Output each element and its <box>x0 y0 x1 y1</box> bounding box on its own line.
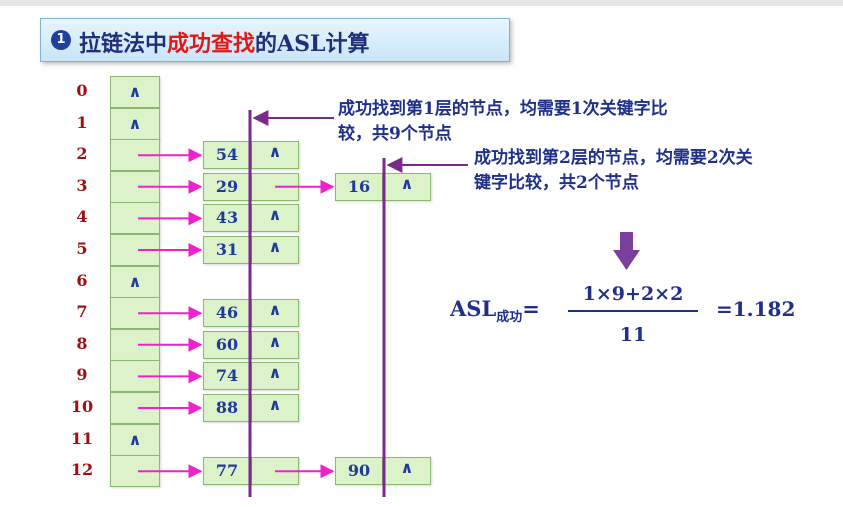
down-arrow-icon <box>613 232 640 270</box>
title-part1: 拉链法中 <box>79 31 168 57</box>
bucket-index: 4 <box>76 207 88 227</box>
title-bullet-icon: 1 <box>51 30 71 50</box>
chain-node-value: 90 <box>335 457 383 486</box>
null-pointer: ∧ <box>400 458 414 478</box>
bucket-cell <box>110 170 160 203</box>
null-pointer: ∧ <box>128 271 142 291</box>
null-pointer: ∧ <box>128 82 142 101</box>
top-bar <box>0 0 843 6</box>
bucket-index: 2 <box>76 144 88 164</box>
chain-node-pointer: ∧ <box>383 457 431 486</box>
chain-node-value: 31 <box>203 236 251 264</box>
bucket-cell: ∧ <box>110 107 160 140</box>
title-highlight: 成功查找 <box>167 31 256 57</box>
bucket-cell <box>110 455 160 488</box>
chain-node-pointer: ∧ <box>251 299 299 328</box>
chain-node-value: 43 <box>203 204 251 233</box>
bucket-cell <box>110 297 160 330</box>
null-pointer: ∧ <box>268 363 282 383</box>
bucket-index: 12 <box>70 460 94 480</box>
chain-node-pointer: ∧ <box>251 236 299 264</box>
null-pointer: ∧ <box>128 429 142 449</box>
level2-note-line1: 成功找到第2层的节点，均需要2次关 <box>474 148 753 168</box>
bucket-cell <box>110 360 160 393</box>
bucket-cell <box>110 234 160 266</box>
title-banner: 1 拉链法中成功查找的ASL计算 <box>40 18 510 62</box>
bucket-cell <box>110 328 160 361</box>
null-pointer: ∧ <box>268 142 282 162</box>
null-pointer: ∧ <box>268 205 282 225</box>
page-title: 拉链法中成功查找的ASL计算 <box>79 26 369 58</box>
level2-note-line2: 键字比较，共2个节点 <box>474 173 639 193</box>
asl-equals: = <box>522 296 540 321</box>
null-pointer: ∧ <box>400 173 414 193</box>
chain-node-value: 16 <box>335 172 383 201</box>
level1-note-line1: 成功找到第1层的节点，均需要1次关键字比 <box>338 99 668 119</box>
asl-text: ASL <box>450 296 497 321</box>
bucket-cell: ∧ <box>110 76 160 108</box>
asl-subscript: 成功 <box>496 310 523 326</box>
level1-note: 成功找到第1层的节点，均需要1次关键字比 较，共9个节点 <box>338 97 798 147</box>
formula-denominator: 11 <box>619 324 647 346</box>
chain-node-value: 60 <box>203 330 251 359</box>
chain-node-pointer <box>251 457 299 486</box>
bucket-index: 9 <box>76 365 88 385</box>
fraction-bar <box>568 310 698 312</box>
chain-node-value: 29 <box>203 172 251 201</box>
chain-node-pointer: ∧ <box>251 394 299 422</box>
bucket-cell <box>110 392 160 424</box>
null-pointer: ∧ <box>128 113 142 133</box>
bucket-index: 1 <box>76 112 88 132</box>
bucket-index: 10 <box>70 397 94 416</box>
bucket-index: 7 <box>76 302 88 322</box>
level2-note: 成功找到第2层的节点，均需要2次关 键字比较，共2个节点 <box>474 146 842 196</box>
bucket-index: 8 <box>76 333 88 353</box>
null-pointer: ∧ <box>268 331 282 351</box>
bucket-cell: ∧ <box>110 265 160 298</box>
bucket-cell <box>110 202 160 235</box>
level1-note-line2: 较，共9个节点 <box>338 124 452 144</box>
title-part2: 的ASL计算 <box>255 31 370 57</box>
chain-node-pointer <box>251 172 299 201</box>
chain-node-pointer: ∧ <box>251 330 299 359</box>
asl-label: ASL成功= <box>450 296 540 325</box>
chain-node-value: 74 <box>203 362 251 391</box>
chain-node-value: 46 <box>203 299 251 328</box>
formula-result: =1.182 <box>716 297 796 321</box>
chain-node-value: 88 <box>203 394 251 422</box>
chain-node-pointer: ∧ <box>251 362 299 391</box>
null-pointer: ∧ <box>268 300 282 320</box>
bucket-cell <box>110 139 160 172</box>
formula-numerator: 1×9+2×2 <box>582 283 684 305</box>
bucket-index: 6 <box>76 270 88 290</box>
null-pointer: ∧ <box>268 395 282 414</box>
null-pointer: ∧ <box>268 237 282 256</box>
chain-node-value: 54 <box>203 141 251 170</box>
bucket-index: 0 <box>76 81 88 100</box>
chain-node-value: 77 <box>203 457 251 486</box>
bucket-index: 3 <box>76 175 88 195</box>
chain-node-pointer: ∧ <box>251 141 299 170</box>
bucket-cell: ∧ <box>110 423 160 456</box>
chain-node-pointer: ∧ <box>383 172 431 201</box>
bucket-index: 11 <box>70 428 94 448</box>
bucket-index: 5 <box>76 239 88 258</box>
chain-node-pointer: ∧ <box>251 204 299 233</box>
